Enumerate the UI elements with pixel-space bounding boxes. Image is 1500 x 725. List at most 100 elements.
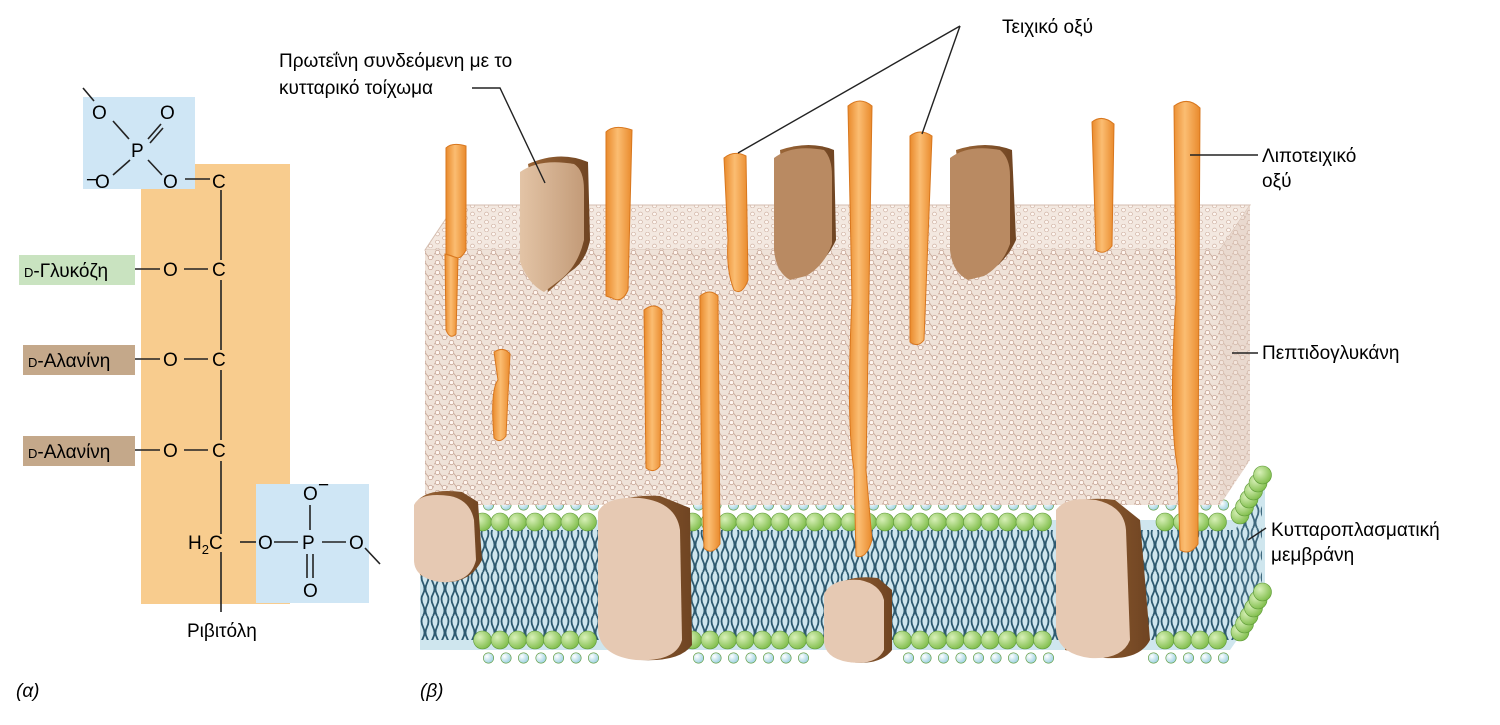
lipid-head: [1253, 465, 1272, 485]
lipid-head: [963, 630, 982, 650]
minus-top: −: [86, 170, 97, 191]
teichoic-acid-structure: O O P − O O C O C O C O C H2C O P O O − …: [16, 87, 381, 702]
lipid-head: [1173, 630, 1192, 650]
cell-wall-diagram: Πρωτεΐνη συνδεόμενη με το κυτταρικό τοίχ…: [279, 17, 1440, 702]
atom-o-minus-bottom: O: [303, 484, 318, 505]
phosphate-box-bottom: [256, 484, 369, 603]
lipid-head-small: [1043, 652, 1055, 664]
atom-o-alanine-2: O: [163, 441, 178, 462]
lipid-head: [508, 630, 527, 650]
atom-o-glucose: O: [163, 260, 178, 281]
lipid-head: [1033, 630, 1052, 650]
lipid-head: [525, 512, 545, 532]
lipid-head: [560, 630, 580, 650]
lipid-head: [823, 512, 842, 532]
lipid-head-small: [937, 652, 949, 664]
lipid-head: [543, 630, 562, 650]
lipid-head: [1208, 512, 1227, 532]
lipid-head: [928, 630, 947, 650]
alanine-tag-box-2: [23, 436, 135, 466]
lipid-head-small: [955, 652, 967, 664]
atom-o-top-right: O: [160, 103, 175, 124]
atom-o-minus-top: O: [95, 172, 110, 193]
lipid-head-small: [517, 652, 529, 664]
lipid-head: [490, 630, 510, 650]
lipid-head-small: [972, 652, 984, 664]
atom-o-alanine-1: O: [163, 350, 178, 371]
wall-protein-label-line2: κυτταρικό τοίχωμα: [279, 78, 433, 99]
lipoteichoic-acid-label-line1: Λιποτειχικό: [1262, 146, 1356, 167]
lipid-head: [1253, 582, 1272, 602]
teichoic-acid-label: Τειχικό οξύ: [1002, 17, 1093, 38]
atom-c1: C: [212, 172, 226, 193]
ribitol-label: Ριβιτόλη: [187, 621, 257, 642]
lipid-head: [560, 512, 580, 532]
lipid-head: [945, 512, 965, 532]
lipid-head: [1190, 630, 1210, 650]
lipid-head: [735, 630, 755, 650]
lipid-head: [718, 630, 737, 650]
lipid-head-small: [1218, 652, 1230, 664]
lipid-head: [893, 512, 912, 532]
lipid-head: [980, 630, 1000, 650]
lipid-head-small: [780, 652, 792, 664]
lipid-head: [805, 630, 825, 650]
lipid-head: [543, 512, 562, 532]
lipid-head-small: [535, 652, 547, 664]
lipid-head: [770, 630, 790, 650]
wall-proteins: [520, 145, 1016, 292]
lipid-head: [875, 512, 895, 532]
lipid-head: [998, 630, 1017, 650]
h2c-group: H2C: [188, 533, 223, 557]
membrane-proteins: [414, 491, 1150, 663]
atom-c2: C: [212, 260, 226, 281]
lipid-head: [945, 630, 965, 650]
glucose-tag-box: [19, 255, 135, 285]
lipid-head-small: [587, 652, 599, 664]
lipid-head-small: [500, 652, 512, 664]
lipid-head: [753, 512, 772, 532]
lipid-head: [735, 512, 755, 532]
lipid-head-small: [570, 652, 582, 664]
lipid-head: [525, 630, 545, 650]
alanine-label-1: D-Αλανίνη: [28, 351, 110, 372]
lipid-head: [508, 512, 527, 532]
atom-o-double-bottom: O: [303, 581, 318, 602]
atom-o-right-bottom: O: [349, 533, 364, 554]
lipid-head-small: [745, 652, 757, 664]
leader-lines: [472, 25, 1267, 541]
bond-lines: [82, 87, 381, 612]
lipid-head: [963, 512, 982, 532]
atom-o-top-left: O: [92, 103, 107, 124]
atom-p-top: P: [131, 141, 144, 162]
lipoteichoic-acid-label-line2: οξύ: [1262, 171, 1291, 192]
lipid-head-small: [710, 652, 722, 664]
lipid-head: [910, 630, 930, 650]
lipid-head: [1033, 512, 1052, 532]
membrane-label-line1: Κυτταροπλασματική: [1271, 520, 1440, 541]
alanine-tag-box-1: [23, 345, 135, 375]
lipid-head-small: [902, 652, 914, 664]
lipid-head-small: [1165, 652, 1177, 664]
atom-p-bottom: P: [302, 533, 315, 554]
lipid-head-small: [1200, 652, 1212, 664]
lipid-head-small: [1025, 652, 1037, 664]
lipid-head-small: [1007, 652, 1019, 664]
lipid-head: [1015, 512, 1035, 532]
lipid-head: [578, 512, 597, 532]
lipid-head: [910, 512, 930, 532]
lipid-head: [718, 512, 737, 532]
lipid-head: [893, 630, 912, 650]
lipid-head: [473, 630, 492, 650]
minus-bottom: −: [318, 475, 329, 496]
atom-o-bridge-top: O: [163, 172, 178, 193]
lipid-head: [998, 512, 1017, 532]
lipid-head-small: [990, 652, 1002, 664]
glucose-label: D-Γλυκόζη: [24, 261, 108, 282]
lipid-head: [788, 512, 807, 532]
membrane-head-groups-top: [473, 465, 1272, 532]
peptidoglycan-layer: [424, 204, 1251, 505]
lipid-head: [1208, 630, 1227, 650]
membrane-head-groups-bottom: [473, 582, 1272, 650]
lipid-head-small: [1183, 652, 1195, 664]
